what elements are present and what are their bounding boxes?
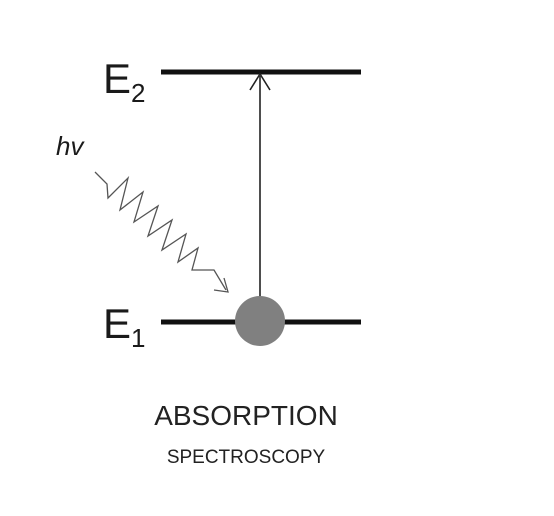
lower-level-base: E bbox=[103, 300, 131, 347]
upper-level-label: E2 bbox=[103, 55, 145, 108]
photon-label: hv bbox=[56, 131, 85, 161]
caption-title: ABSORPTION bbox=[154, 400, 338, 431]
caption-subtitle: SPECTROSCOPY bbox=[167, 447, 326, 468]
transition-arrow-head bbox=[249, 72, 271, 91]
photon-arrowhead bbox=[213, 277, 229, 293]
upper-level-subscript: 2 bbox=[131, 78, 145, 108]
lower-level-subscript: 1 bbox=[131, 323, 145, 353]
upper-level-base: E bbox=[103, 55, 131, 102]
electron-particle bbox=[235, 296, 285, 346]
photon-wave bbox=[94, 171, 227, 291]
lower-level-label: E1 bbox=[103, 300, 145, 353]
